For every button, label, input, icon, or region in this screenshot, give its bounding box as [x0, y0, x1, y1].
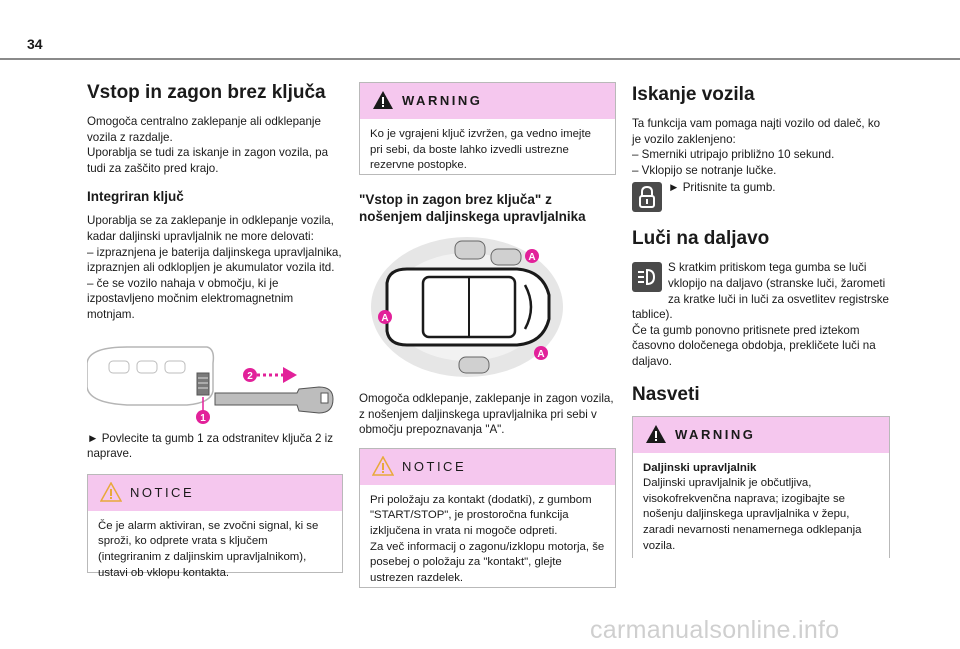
callout-2: 2	[247, 371, 253, 382]
warning-text: Ko je vgrajeni ključ izvržen, ga vedno i…	[370, 128, 591, 172]
notice-label: NOTICE	[402, 458, 467, 474]
section-title-search: Iskanje vozila	[632, 84, 755, 105]
hands-free-text: Omogoča odklepanje, zaklepanje in zagon …	[359, 392, 614, 437]
notice-box: NOTICE Če je alarm aktiviran, se zvočni …	[87, 473, 343, 579]
section-title-lights: Luči na daljavo	[632, 228, 770, 250]
notice-label: NOTICE	[130, 484, 195, 500]
warning-heading: Daljinski upravljalnik	[643, 461, 757, 474]
lights-text: S kratkim pritiskom tega gumba se luči v…	[632, 261, 890, 368]
search-text: Ta funkcija vam pomaga najti vozilo od d…	[632, 117, 881, 177]
section-title-advice: Nasveti	[632, 383, 700, 405]
column-1: Vstop in zagon brez ključa Omogoča centr…	[87, 82, 343, 579]
callout-1: 1	[200, 413, 206, 424]
warning-header: WARNING	[360, 83, 615, 119]
header-rule	[0, 58, 960, 60]
subsection-title: "Vstop in zagon brez ključa" z nošenjem …	[359, 192, 586, 224]
notice-text: Pri položaju za kontakt (dodatki), z gum…	[370, 493, 605, 584]
warning-triangle-icon	[646, 424, 666, 443]
integrated-key-text: Uporablja se za zaklepanje in odklepanje…	[87, 214, 342, 321]
info-triangle-icon	[100, 481, 122, 502]
column-2: WARNING Ko je vgrajeni ključ izvržen, ga…	[359, 82, 616, 588]
warning-triangle-icon	[373, 91, 393, 109]
notice-box: NOTICE Pri položaju za kontakt (dodatki)…	[359, 447, 616, 588]
step-instruction: ► Povlecite ta gumb 1 za odstranitev klj…	[87, 431, 334, 461]
info-triangle-icon	[372, 455, 394, 476]
detection-zone-figure: A A A	[367, 233, 616, 381]
warning-label: WARNING	[402, 93, 483, 108]
column-3: Iskanje vozila Ta funkcija vam pomaga na…	[632, 82, 890, 559]
warning-text: Daljinski upravljalnik je občutljiva, vi…	[643, 477, 862, 552]
notice-header: NOTICE	[88, 474, 342, 511]
section-title: Vstop in zagon brez ključa	[87, 82, 326, 103]
callout-a: A	[537, 349, 544, 360]
page-number: 34	[27, 36, 43, 52]
callout-a: A	[528, 252, 535, 263]
warning-label: WARNING	[675, 426, 756, 442]
warning-header: WARNING	[633, 416, 889, 453]
notice-text: Če je alarm aktiviran, se zvočni signal,…	[98, 519, 319, 579]
key-figure: 1 2	[87, 343, 343, 425]
intro-text: Omogoča centralno zaklepanje ali odklepa…	[87, 115, 329, 175]
headlight-button-icon	[632, 262, 662, 293]
padlock-button-icon	[632, 182, 662, 213]
subsection-title: Integriran ključ	[87, 189, 184, 205]
notice-header: NOTICE	[360, 448, 615, 485]
warning-box: WARNING Ko je vgrajeni ključ izvržen, ga…	[359, 82, 616, 175]
warning-box: WARNING Daljinski upravljalnik Daljinski…	[632, 415, 890, 559]
watermark: carmanualsonline.info	[590, 616, 840, 644]
callout-a: A	[381, 313, 388, 324]
search-step: ► Pritisnite ta gumb.	[668, 181, 776, 195]
